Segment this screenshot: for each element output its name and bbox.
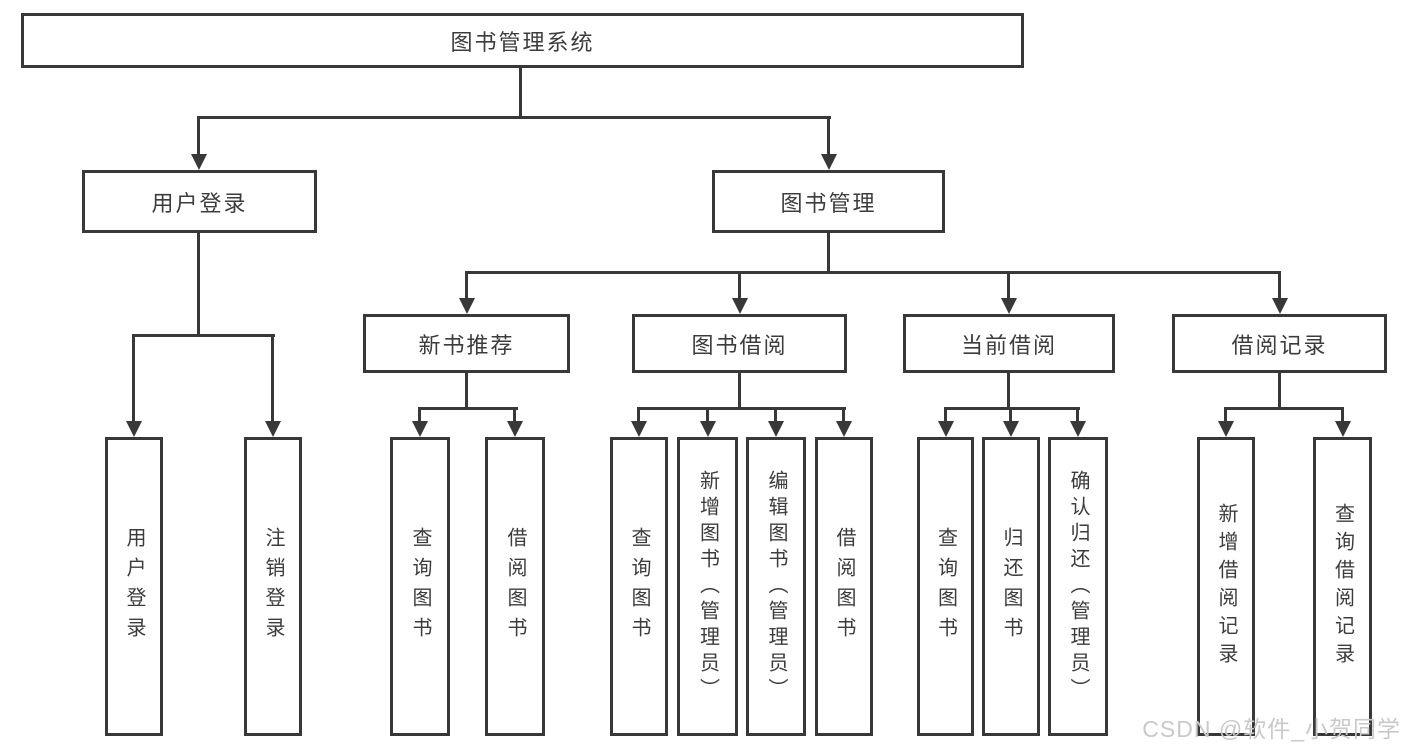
leaf-label: 注销登录 [262, 526, 284, 647]
line-v [738, 271, 741, 299]
line-v [827, 116, 830, 158]
node-leaf-query-books-recommend: 查询图书 [390, 437, 450, 736]
line-v [197, 232, 200, 337]
node-new-book-recommendation: 新书推荐 [363, 314, 570, 373]
line-v [1009, 407, 1012, 424]
node-leaf-borrow-books-borrow: 借阅图书 [815, 437, 873, 736]
node-leaf-logout: 注销登录 [244, 437, 302, 736]
node-leaf-query-books-current: 查询图书 [917, 437, 974, 736]
arrowhead-down-icon [412, 421, 428, 437]
line-v [519, 67, 522, 119]
line-h [944, 407, 1080, 410]
line-h [1224, 407, 1344, 410]
line-v [637, 407, 640, 424]
watermark-text: CSDN @软件_小贺同学 [1142, 716, 1401, 742]
node-book-management: 图书管理 [712, 170, 945, 233]
arrowhead-down-icon [700, 421, 716, 437]
line-v [418, 407, 421, 424]
line-v [1341, 407, 1344, 424]
line-v [1278, 372, 1281, 410]
leaf-label: 借阅图书 [833, 526, 855, 647]
arrowhead-down-icon [1218, 421, 1234, 437]
arrowhead-down-icon [821, 154, 837, 170]
line-h [132, 334, 275, 337]
arrowhead-down-icon [1272, 298, 1288, 314]
line-v [513, 407, 516, 424]
leaf-label: 借阅图书 [504, 526, 526, 647]
node-leaf-add-borrow-record: 新增借阅记录 [1197, 437, 1255, 736]
node-borrowing-records: 借阅记录 [1172, 314, 1387, 373]
node-current-borrowing: 当前借阅 [903, 314, 1115, 373]
arrowhead-down-icon [631, 421, 647, 437]
line-v [1224, 407, 1227, 424]
arrowhead-down-icon [191, 154, 207, 170]
line-v [944, 407, 947, 424]
leaf-label: 确认归还（管理员） [1067, 469, 1089, 704]
leaf-label: 归还图书 [1000, 526, 1022, 647]
line-v [774, 407, 777, 424]
arrowhead-down-icon [459, 298, 475, 314]
line-h [198, 116, 831, 119]
leaf-label: 查询图书 [628, 526, 650, 647]
arrowhead-down-icon [938, 421, 954, 437]
node-root-system: 图书管理系统 [21, 13, 1024, 68]
node-book-borrowing: 图书借阅 [632, 314, 847, 373]
line-v [465, 271, 468, 299]
line-v [706, 407, 709, 424]
node-leaf-add-books-admin: 新增图书（管理员） [677, 437, 738, 736]
node-leaf-confirm-return-admin: 确认归还（管理员） [1048, 437, 1108, 736]
arrowhead-down-icon [1335, 421, 1351, 437]
node-leaf-user-login: 用户登录 [105, 437, 163, 736]
node-leaf-query-books-borrow: 查询图书 [610, 437, 668, 736]
line-v [827, 232, 830, 274]
arrowhead-down-icon [1001, 298, 1017, 314]
arrowhead-down-icon [265, 421, 281, 437]
node-leaf-edit-books-admin: 编辑图书（管理员） [746, 437, 806, 736]
arrowhead-down-icon [1070, 421, 1086, 437]
arrowhead-down-icon [768, 421, 784, 437]
leaf-label: 用户登录 [123, 526, 145, 647]
line-v [1007, 271, 1010, 299]
line-v [1007, 372, 1010, 410]
leaf-label: 查询借阅记录 [1331, 502, 1354, 671]
arrowhead-down-icon [732, 298, 748, 314]
arrowhead-down-icon [1003, 421, 1019, 437]
node-leaf-borrow-books-recommend: 借阅图书 [485, 437, 545, 736]
node-leaf-query-borrow-record: 查询借阅记录 [1313, 437, 1372, 736]
line-v [132, 334, 135, 422]
leaf-label: 查询图书 [934, 526, 957, 647]
line-v [271, 334, 274, 422]
leaf-label: 编辑图书（管理员） [765, 469, 787, 704]
line-v [465, 372, 468, 410]
arrowhead-down-icon [836, 421, 852, 437]
line-v [738, 372, 741, 410]
line-v [842, 407, 845, 424]
line-v [1278, 271, 1281, 299]
line-h [465, 271, 1281, 274]
line-h [418, 407, 518, 410]
node-user-login: 用户登录 [82, 170, 317, 233]
leaf-label: 新增图书（管理员） [696, 469, 719, 704]
line-v [1076, 407, 1079, 424]
arrowhead-down-icon [126, 421, 142, 437]
line-h [637, 407, 846, 410]
arrowhead-down-icon [507, 421, 523, 437]
node-leaf-return-books: 归还图书 [982, 437, 1040, 736]
leaf-label: 查询图书 [409, 526, 431, 647]
line-v [197, 116, 200, 158]
leaf-label: 新增借阅记录 [1215, 502, 1237, 671]
